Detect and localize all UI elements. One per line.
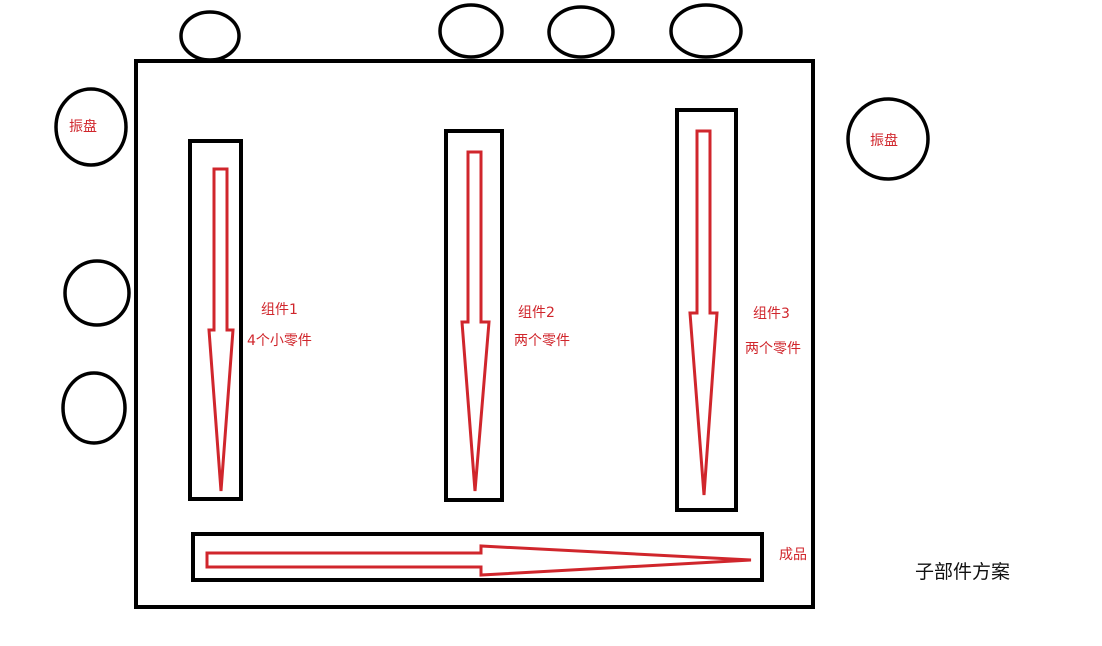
output-conveyor xyxy=(191,532,764,582)
component-flow-arrow-3 xyxy=(688,129,719,496)
component-lane-1 xyxy=(188,139,243,501)
component-2-name: 组件2 xyxy=(518,305,555,321)
component-1-parts: 4个小零件 xyxy=(247,333,312,349)
component-flow-arrow-2 xyxy=(460,150,491,492)
left-feeder-circle-3 xyxy=(61,371,127,445)
top-feeder-circle-3 xyxy=(547,5,615,59)
feeder-label-right: 振盘 xyxy=(870,132,898,149)
top-feeder-circle-1 xyxy=(179,10,241,62)
output-flow-arrow xyxy=(205,544,752,577)
component-3-parts: 两个零件 xyxy=(745,341,801,357)
diagram-caption: 子部件方案 xyxy=(915,561,1010,583)
component-lane-3 xyxy=(675,108,738,512)
vibratory-feeder-right xyxy=(846,97,930,181)
top-feeder-circle-2 xyxy=(438,3,504,59)
feeder-label-left: 振盘 xyxy=(69,118,97,135)
vibratory-feeder-left xyxy=(54,87,128,167)
top-feeder-circle-4 xyxy=(669,3,743,59)
component-2-parts: 两个零件 xyxy=(514,333,570,349)
output-label: 成品 xyxy=(779,547,807,563)
component-lane-2 xyxy=(444,129,504,502)
component-3-name: 组件3 xyxy=(753,306,790,322)
component-flow-arrow-1 xyxy=(207,167,235,492)
machine-frame xyxy=(134,59,815,609)
component-1-name: 组件1 xyxy=(261,302,298,318)
left-feeder-circle-2 xyxy=(63,259,131,327)
